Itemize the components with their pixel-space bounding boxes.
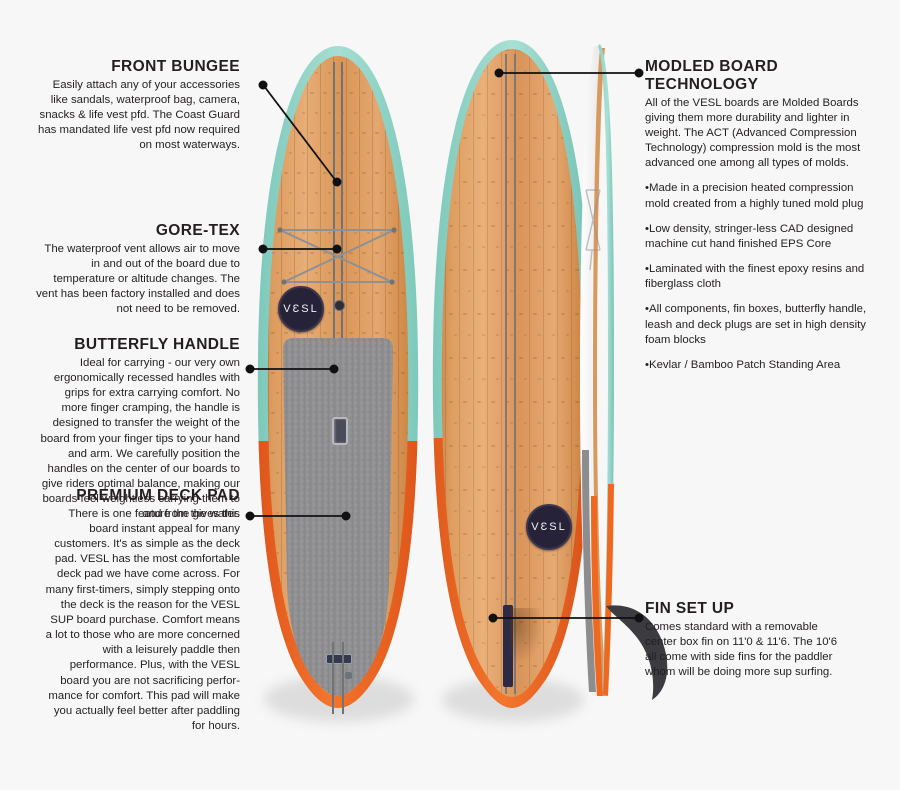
- butterfly-handle-title: BUTTERFLY HANDLE: [74, 336, 240, 353]
- board-deck-view: VƐSL: [256, 46, 420, 722]
- fin-set-up-title: FIN SET UP: [645, 600, 735, 617]
- board-profile-view: [556, 44, 668, 706]
- molded-bullet: •All components, fin boxes, butterfly ha…: [645, 303, 867, 346]
- tail-stringer-right: [342, 642, 344, 714]
- profile-outline: [580, 44, 614, 696]
- molded-bullet: •Kevlar / Bamboo Patch Standing Area: [645, 358, 841, 371]
- fin-set-up-body: Comes standard with a removable center b…: [645, 620, 838, 679]
- premium-deck-pad: [283, 338, 393, 696]
- front-bungee-cord: [277, 227, 397, 285]
- stringer-line-left: [333, 62, 335, 352]
- molded-bullet: •Laminated with the finest epoxy resins …: [645, 263, 865, 291]
- callout-premium-deck-pad: PREMIUM DECK PAD There is one feature th…: [44, 487, 240, 734]
- callout-front-bungee: FRONT BUNGEE Easily attach any of your a…: [36, 58, 240, 154]
- front-bungee-body: Easily attach any of your accessories li…: [38, 78, 240, 152]
- vesl-logo-text-bottom: VƐSL: [531, 521, 567, 533]
- molded-bullet: •Low density, stringer-less CAD designed…: [645, 222, 854, 250]
- butterfly-handle-body: Ideal for carrying - our very own ergono…: [40, 356, 240, 521]
- callout-fin-set-up: FIN SET UP Comes standard with a removab…: [645, 600, 841, 680]
- callout-butterfly-handle: BUTTERFLY HANDLE Ideal for carrying - ou…: [40, 336, 240, 523]
- gore-tex-body: The waterproof vent allows air to move i…: [36, 242, 240, 316]
- gore-tex-vent: [334, 300, 345, 311]
- vesl-logo-badge-deck: VƐSL: [278, 286, 324, 332]
- fin-box-shadow: [510, 608, 544, 664]
- stringer-line-right: [341, 62, 343, 352]
- profile-bungee: [585, 189, 601, 271]
- center-fin: [606, 605, 668, 700]
- bottom-stringer-left: [505, 54, 507, 694]
- front-bungee-title: FRONT BUNGEE: [111, 58, 240, 75]
- center-fin-box: [503, 605, 513, 687]
- vesl-logo-text: VƐSL: [283, 303, 319, 315]
- tail-stringer-left: [332, 642, 334, 714]
- molded-board-intro: All of the VESL boards are Molded Boards…: [645, 96, 861, 170]
- molded-board-bullet-list: •Made in a precision heated compression …: [645, 181, 873, 373]
- butterfly-handle-slot: [332, 417, 348, 445]
- molded-bullet: •Made in a precision heated compression …: [645, 182, 864, 210]
- board-bottom-view: VƐSL: [432, 40, 592, 722]
- gore-tex-title: GORE-TEX: [155, 222, 240, 239]
- premium-deck-pad-body: There is one feature the gives this boar…: [45, 507, 240, 732]
- premium-deck-pad-title: PREMIUM DECK PAD: [76, 487, 240, 504]
- callout-gore-tex: GORE-TEX The waterproof vent allows air …: [36, 222, 240, 318]
- leash-plug: [345, 672, 352, 679]
- callout-molded-board-technology: MODLED BOARD TECHNOLOGY All of the VESL …: [645, 58, 873, 373]
- fin-box-deck: [326, 654, 352, 664]
- bottom-stringer-right: [514, 54, 516, 694]
- vesl-logo-badge-bottom: VƐSL: [526, 504, 572, 550]
- molded-board-title: MODLED BOARD TECHNOLOGY: [645, 58, 779, 93]
